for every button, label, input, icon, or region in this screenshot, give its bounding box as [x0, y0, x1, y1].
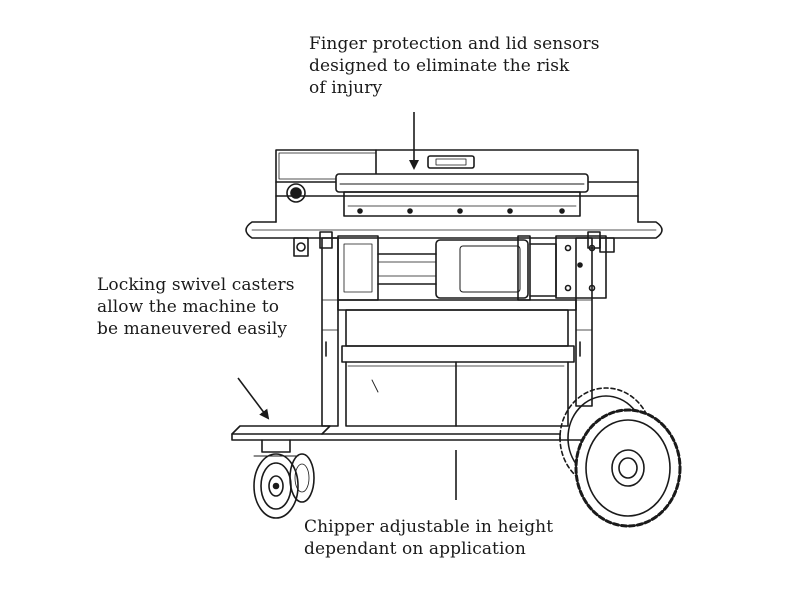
callout-line: Finger protection and lid sensors [309, 34, 600, 54]
swivel-casters-callout: Locking swivel casters allow the machine… [97, 274, 295, 340]
frame-legs [321, 237, 593, 427]
left-callout-arrow [237, 377, 270, 420]
lid-flap [335, 173, 589, 217]
callout-line: designed to eliminate the risk [309, 56, 570, 76]
callout-line: of injury [309, 78, 383, 98]
callout-line: be maneuvered easily [97, 319, 288, 339]
chipper-height-callout: Chipper adjustable in height dependant o… [304, 516, 553, 560]
handle-bar [245, 195, 663, 239]
rear-wheel-front [574, 408, 682, 528]
callout-line: dependant on application [304, 539, 526, 559]
base-frame [231, 425, 601, 441]
knob [286, 183, 306, 203]
callout-line: Chipper adjustable in height [304, 517, 554, 537]
swivel-caster [253, 439, 315, 519]
motor-body [337, 235, 607, 301]
finger-protection-callout: Finger protection and lid sensors design… [309, 33, 600, 99]
callout-line: Locking swivel casters [97, 275, 295, 295]
chute [337, 299, 577, 427]
callout-line: allow the machine to [97, 297, 280, 317]
